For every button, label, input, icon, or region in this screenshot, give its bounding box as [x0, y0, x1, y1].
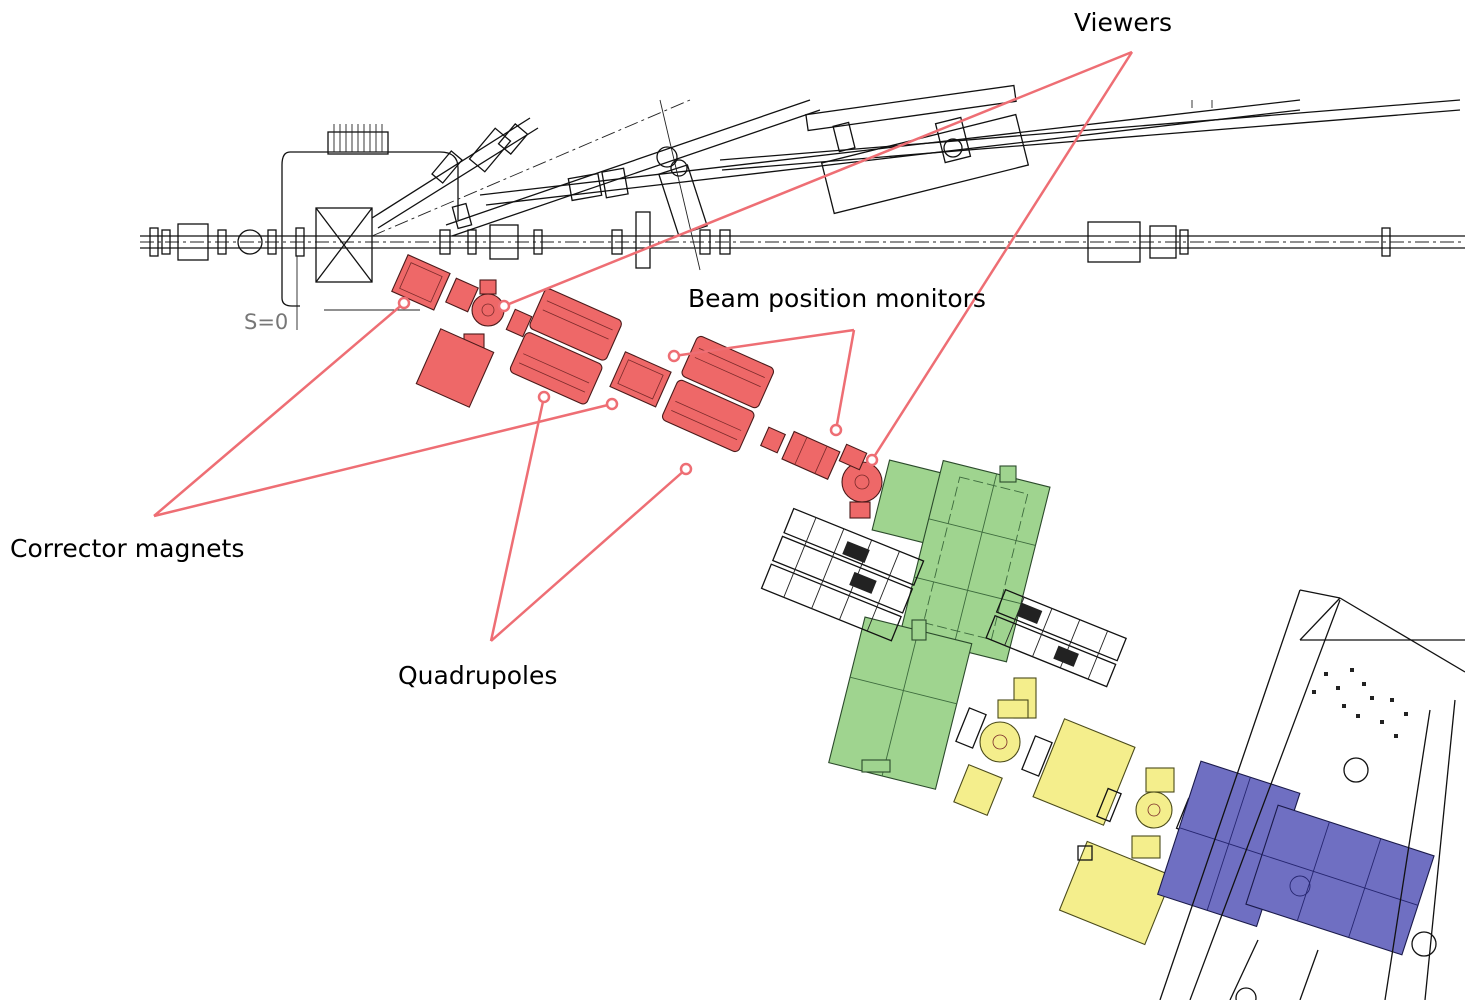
correctors-leader-lines [153, 296, 619, 518]
main-straight-beamline [140, 211, 1465, 269]
corrector-magnet-1 [391, 254, 451, 311]
actuators [760, 507, 1127, 688]
quadrupoles-leader-lines [489, 390, 693, 642]
s-zero-marker: S=0 [244, 256, 298, 334]
quadrupoles-label: Quadrupoles [398, 661, 558, 690]
viewers-leader-lines [497, 50, 1134, 467]
green-section [828, 459, 1051, 790]
red-section [391, 254, 883, 519]
corrector-magnet-2 [609, 351, 672, 408]
bpm-leader-lines [667, 328, 856, 437]
right-structure [1159, 589, 1465, 1004]
quadrupole-2 [661, 335, 775, 453]
viewers-label: Viewers [1074, 8, 1173, 37]
dipole-housing [281, 124, 459, 311]
bpm-label: Beam position monitors [688, 284, 986, 313]
yellow-section [953, 677, 1203, 946]
s-zero-label: S=0 [244, 310, 288, 334]
viewer-2 [838, 443, 883, 519]
quadrupole-1 [509, 288, 622, 405]
blue-section [1156, 760, 1435, 956]
corrector-magnets-label: Corrector magnets [10, 534, 245, 563]
beam-position-monitor-2 [781, 430, 841, 481]
viewer-1 [463, 279, 505, 351]
